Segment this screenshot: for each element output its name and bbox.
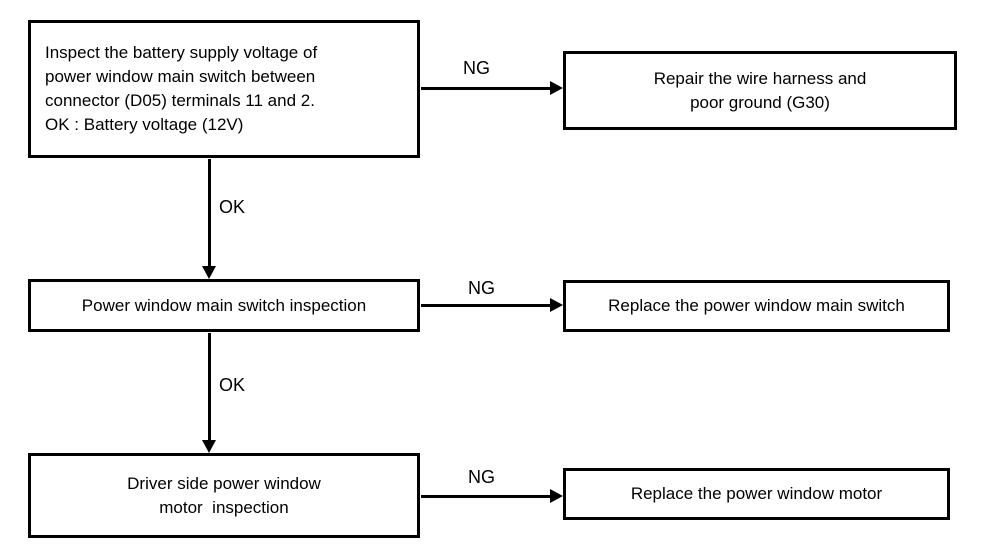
ng-edge-label-2: NG: [468, 278, 495, 298]
ng-arrow-1-arrowhead-icon: [550, 81, 563, 95]
flow-box-text-line: Driver side power window: [127, 473, 321, 493]
flow-box-text-line: Replace the power window motor: [630, 484, 883, 503]
flow-box-text-line: motor inspection: [159, 497, 289, 517]
flow-box-main-switch-inspection: Power window main switch inspection: [28, 279, 420, 332]
ok-arrow-1-line: [208, 159, 211, 267]
ok-edge-label-1: OK: [219, 197, 246, 217]
flow-box-text-line: power window main switch between: [45, 67, 316, 86]
ng-arrow-3-arrowhead-icon: [550, 489, 563, 503]
ng-arrow-2-line: [421, 304, 551, 307]
flow-box-battery-voltage-inspection: Inspect the battery supply voltage of po…: [28, 20, 420, 158]
flow-box-text-line: connector (D05) terminals 11 and 2.: [45, 91, 315, 110]
ng-arrow-1-line: [421, 87, 551, 90]
ok-arrow-2-line: [208, 333, 211, 441]
flow-box-replace-main-switch: Replace the power window main switch: [563, 280, 950, 332]
ng-arrow-2-arrowhead-icon: [550, 298, 563, 312]
flow-box-repair-wire-harness: Repair the wire harness and poor ground …: [563, 51, 957, 130]
ng-arrow-3-line: [421, 495, 551, 498]
flow-box-text-line: Repair the wire harness and: [653, 68, 867, 88]
ok-arrow-1-arrowhead-icon: [202, 266, 216, 279]
ok-edge-label-2: OK: [219, 375, 246, 395]
ng-edge-label-3: NG: [468, 467, 495, 487]
ok-arrow-2-arrowhead-icon: [202, 440, 216, 453]
flow-box-text-line: OK : Battery voltage (12V): [45, 115, 244, 134]
flow-box-text-line: Replace the power window main switch: [608, 296, 905, 315]
flow-box-replace-motor: Replace the power window motor: [563, 468, 950, 520]
ng-edge-label-1: NG: [463, 58, 490, 78]
flow-box-motor-inspection: Driver side power window motor inspectio…: [28, 453, 420, 538]
flow-box-text-line: Power window main switch inspection: [81, 295, 367, 315]
flow-box-text-line: Inspect the battery supply voltage of: [45, 43, 318, 62]
flow-box-text-line: poor ground (G30): [690, 92, 830, 112]
